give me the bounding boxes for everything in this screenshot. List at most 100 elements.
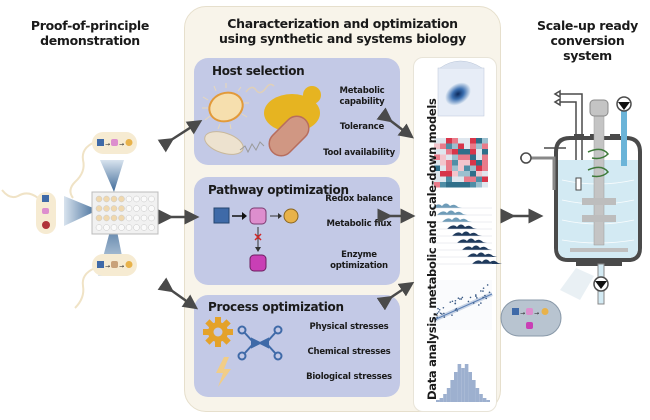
joint-density-plot bbox=[437, 60, 485, 117]
well bbox=[118, 195, 125, 203]
heatmap-cell bbox=[464, 160, 470, 166]
ridge bbox=[442, 217, 472, 222]
ridge bbox=[467, 252, 497, 257]
well bbox=[148, 224, 155, 231]
gear-icon bbox=[203, 317, 233, 347]
data-analysis-panel bbox=[413, 57, 502, 412]
well bbox=[125, 214, 133, 222]
well bbox=[95, 195, 103, 203]
well bbox=[118, 224, 125, 231]
ridgeline-plot bbox=[432, 203, 502, 265]
histogram-bar bbox=[443, 394, 447, 402]
scatter-point bbox=[456, 310, 459, 312]
rotation-arrow-icon bbox=[587, 166, 609, 178]
scatter-point bbox=[437, 307, 439, 310]
scatter-point bbox=[439, 312, 442, 315]
scatter-point bbox=[443, 312, 445, 315]
heatmap-cell bbox=[446, 160, 452, 166]
histogram-bar bbox=[464, 364, 469, 402]
light-beam bbox=[100, 160, 124, 192]
heatmap-cell bbox=[434, 160, 440, 166]
heatmap-cell bbox=[476, 154, 482, 160]
heatmap-cell bbox=[440, 182, 446, 188]
characterization-heading: Characterization and optimization using … bbox=[190, 16, 495, 46]
molecule-icon bbox=[237, 325, 283, 361]
process-optimization-title: Process optimization bbox=[208, 300, 344, 314]
heatmap-cell bbox=[446, 171, 452, 177]
scatter-point bbox=[469, 296, 472, 299]
feature-metabolic-flux: Metabolic flux bbox=[326, 219, 392, 229]
feature-tool-availability: Tool availability bbox=[323, 148, 395, 158]
scatter-point bbox=[451, 300, 454, 303]
bioreactor-illustration: → → bbox=[500, 89, 642, 337]
well bbox=[133, 195, 140, 203]
well bbox=[118, 214, 125, 222]
heatmap-cell bbox=[476, 182, 482, 188]
histogram-bar bbox=[454, 372, 458, 402]
heatmap-cell bbox=[482, 176, 488, 182]
heatmap-cell bbox=[464, 182, 470, 188]
scatter-point bbox=[488, 291, 491, 294]
heatmap-cell bbox=[440, 138, 446, 144]
stress-icons bbox=[203, 317, 283, 387]
data-analysis-label: Data analysis, metabolic and scale-down … bbox=[425, 98, 439, 400]
svg-text:→: → bbox=[534, 310, 539, 317]
gas-outlet-lines bbox=[553, 89, 583, 160]
feature-line: Enzyme bbox=[341, 250, 377, 260]
microplate-icon bbox=[91, 191, 159, 235]
heatmap-cell bbox=[452, 165, 458, 171]
heatmap-cell bbox=[470, 138, 476, 144]
ridge bbox=[457, 238, 487, 243]
zoom-callout bbox=[560, 268, 594, 300]
well bbox=[95, 224, 103, 231]
heatmap-cell bbox=[446, 138, 452, 144]
scatter-point bbox=[441, 313, 443, 315]
heatmap-cell bbox=[440, 160, 446, 166]
scatter-point bbox=[438, 308, 441, 311]
heatmap-cell bbox=[476, 138, 482, 144]
histogram-bar bbox=[468, 372, 472, 402]
ridge bbox=[472, 259, 502, 264]
heatmap-cell bbox=[452, 160, 458, 166]
heading-line: using synthetic and systems biology bbox=[219, 31, 466, 46]
pathway-optimization-panel: Pathway optimization Redox balance Metab… bbox=[194, 177, 400, 285]
well bbox=[125, 224, 133, 231]
heading-line: Scale-up ready bbox=[537, 18, 638, 33]
histogram bbox=[436, 364, 490, 402]
histogram-bar bbox=[479, 394, 483, 402]
heading-line: Characterization and optimization bbox=[227, 16, 458, 31]
heatmap-cell bbox=[446, 182, 452, 188]
heatmap-cell bbox=[470, 149, 476, 155]
heatmap-cell bbox=[464, 138, 470, 144]
svg-text:→: → bbox=[119, 263, 124, 270]
heatmap-cell bbox=[440, 171, 446, 177]
heatmap-cell bbox=[440, 176, 446, 182]
heatmap-cell bbox=[470, 160, 476, 166]
heatmap-cell bbox=[470, 176, 476, 182]
well bbox=[148, 214, 155, 222]
heatmap-cell bbox=[434, 165, 440, 171]
feature-tolerance: Tolerance bbox=[339, 122, 385, 132]
heatmap-cell bbox=[458, 154, 464, 160]
well bbox=[103, 224, 110, 231]
feature-line: capability bbox=[339, 97, 385, 107]
heatmap-cell bbox=[440, 143, 446, 149]
well bbox=[148, 195, 155, 203]
well bbox=[103, 195, 110, 203]
heatmap-cell bbox=[470, 143, 476, 149]
bioreactor-cell: → → bbox=[500, 299, 562, 337]
microbe-icons bbox=[202, 83, 321, 157]
heatmap-cell bbox=[446, 165, 452, 171]
pump-icon bbox=[520, 152, 532, 164]
well bbox=[95, 205, 103, 212]
heatmap-cell bbox=[470, 165, 476, 171]
heatmap-cell bbox=[446, 154, 452, 160]
heatmap-cell bbox=[452, 176, 458, 182]
scatter-point bbox=[459, 298, 461, 300]
heatmap-cell bbox=[434, 149, 440, 155]
heatmap-cell bbox=[470, 171, 476, 177]
histogram-bar bbox=[450, 380, 454, 402]
well bbox=[125, 195, 133, 203]
heatmap-cell bbox=[434, 171, 440, 177]
heatmap-cell bbox=[464, 176, 470, 182]
